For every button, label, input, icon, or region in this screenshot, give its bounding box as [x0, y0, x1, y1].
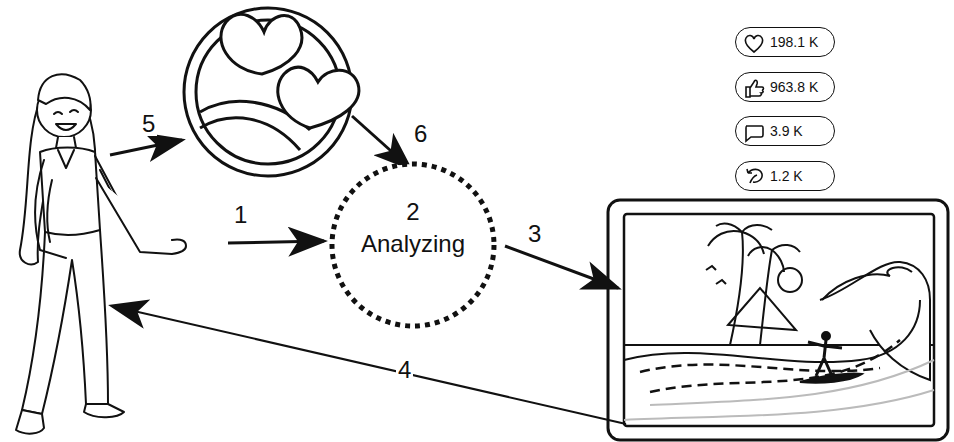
callout-number: 3: [526, 222, 543, 246]
stat-badge: 1.2 K: [735, 161, 835, 191]
stat-icon: [742, 165, 766, 189]
stat-badge: 963.8 K: [735, 72, 835, 102]
stat-icon: [742, 31, 766, 55]
node-text: 198.1 K: [770, 34, 818, 50]
node-text: 963.8 K: [770, 79, 818, 95]
flow-arrows: [110, 116, 626, 424]
callout-number: 1: [232, 203, 249, 227]
node-text: 2: [328, 198, 498, 226]
woman-figure: [16, 74, 186, 433]
photo-frame: [608, 200, 948, 440]
node-text: 3.9 K: [770, 123, 803, 139]
node-text: Analyzing: [328, 230, 498, 258]
callout-number: 6: [412, 122, 429, 146]
heart-logo: [184, 8, 359, 176]
process-circle: 2Analyzing: [328, 160, 498, 330]
stat-badge: 198.1 K: [735, 27, 835, 57]
stat-icon: [742, 76, 766, 100]
stat-icon: [742, 120, 766, 144]
stat-badge: 3.9 K: [735, 116, 835, 146]
node-text: 1.2 K: [770, 168, 803, 184]
callout-number: 4: [396, 358, 413, 382]
callout-number: 5: [140, 112, 157, 136]
